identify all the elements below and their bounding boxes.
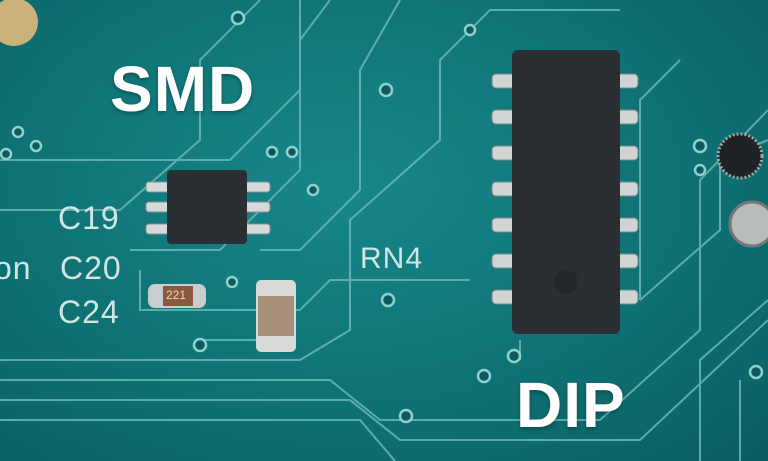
capacitor — [256, 280, 296, 352]
resistor-221 — [148, 284, 206, 308]
vias — [0, 10, 764, 424]
dip-label: DIP — [516, 369, 626, 441]
silkscreen-c20: C20 — [60, 250, 122, 286]
silkscreen-rn4: RN4 — [360, 242, 424, 275]
silkscreen-c19: C19 — [58, 200, 120, 236]
smd-label: SMD — [110, 53, 256, 125]
silkscreen-edge: on — [0, 250, 32, 286]
resistor-code: 221 — [166, 288, 187, 302]
dip-ic — [491, 50, 639, 334]
round-components — [0, 0, 768, 248]
silkscreen-c24: C24 — [58, 294, 120, 330]
smd-ic — [145, 170, 271, 244]
